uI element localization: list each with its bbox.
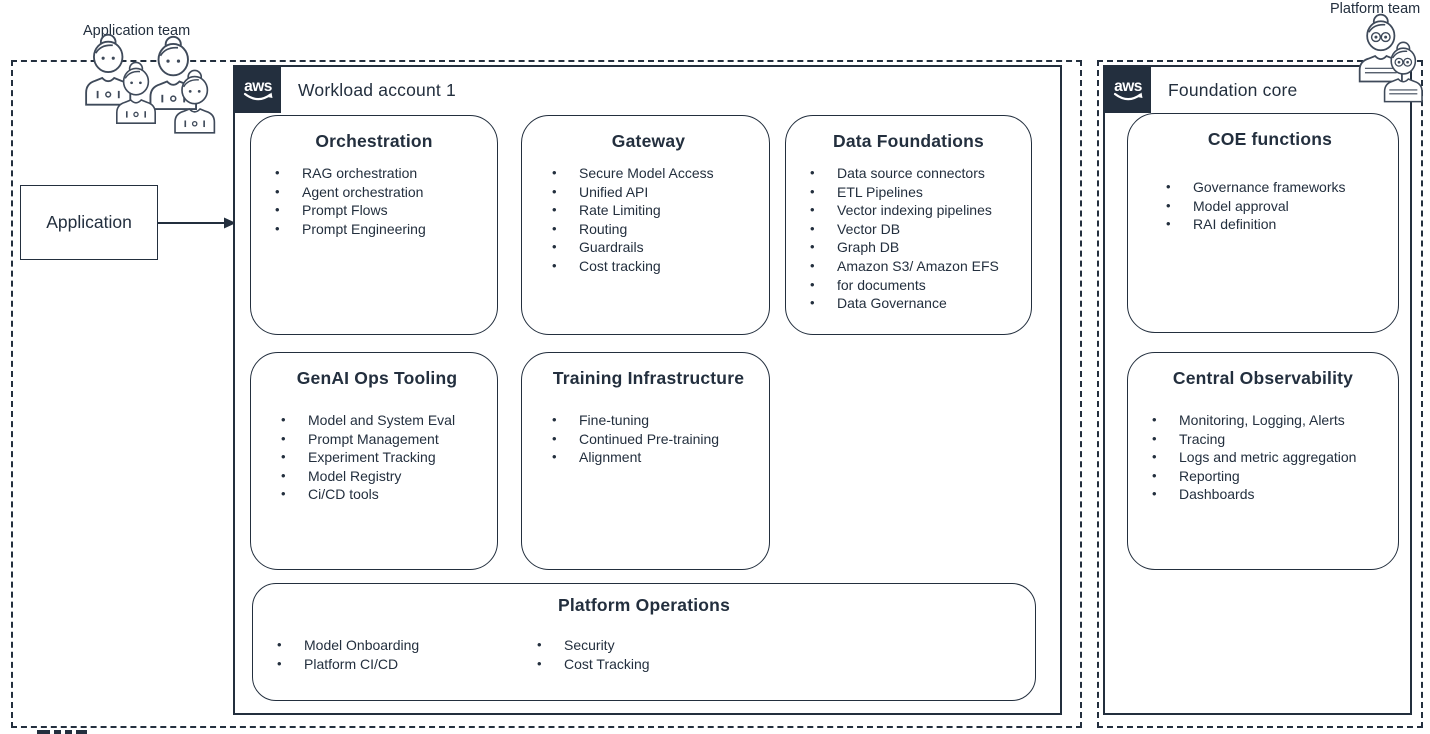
card-data-foundations-list: Data source connectors ETL Pipelines Vec… [786, 164, 1031, 313]
application-team-boundary [11, 60, 1082, 728]
card-gateway-list: Secure Model Access Unified API Rate Lim… [528, 164, 769, 276]
bullet-item: Vector DB [810, 220, 1025, 239]
bullet-item: Vector indexing pipelines [810, 201, 1025, 220]
bullet-item: Prompt Flows [275, 201, 491, 220]
bullet-item: RAG orchestration [275, 164, 491, 183]
bullet-item: Prompt Engineering [275, 220, 491, 239]
bullet-item: Graph DB [810, 238, 1025, 257]
aws-logo-icon: aws [235, 67, 281, 113]
bullet-item: Model Onboarding [277, 636, 419, 655]
card-genai-ops-tooling-title: GenAI Ops Tooling [296, 368, 458, 388]
card-central-observability-list: Monitoring, Logging, Alerts Tracing Logs… [1128, 411, 1398, 504]
application-team-people-icon [85, 33, 216, 134]
bullet-item: Experiment Tracking [281, 448, 491, 467]
platform-team-people-icon [1358, 13, 1423, 103]
bullet-item: Security [537, 636, 650, 655]
bullet-item: Unified API [552, 183, 763, 202]
clipped-text-fragment [37, 730, 87, 734]
card-orchestration-list: RAG orchestration Agent orchestration Pr… [251, 164, 497, 238]
platform-operations-col-2: Security Cost Tracking [513, 636, 656, 673]
platform-team-boundary [1097, 60, 1423, 728]
bullet-item: Model and System Eval [281, 411, 491, 430]
card-data-foundations: Data Foundations Data source connectors … [785, 115, 1032, 335]
bullet-item: Data source connectors [810, 164, 1025, 183]
card-platform-operations-title: Platform Operations [557, 595, 731, 615]
card-coe-functions: COE functions Governance frameworks Mode… [1127, 113, 1399, 333]
platform-team-label: Platform team [1330, 1, 1421, 17]
bullet-item: Reporting [1152, 467, 1392, 486]
svg-text:aws: aws [1114, 78, 1142, 95]
card-gateway: Gateway Secure Model Access Unified API … [521, 115, 770, 335]
card-training-infrastructure: Training Infrastructure Fine-tuning Cont… [521, 352, 770, 570]
bullet-item: Secure Model Access [552, 164, 763, 183]
bullet-item: Tracing [1152, 430, 1392, 449]
card-coe-functions-list: Governance frameworks Model approval RAI… [1142, 178, 1398, 234]
card-central-observability: Central Observability Monitoring, Loggin… [1127, 352, 1399, 570]
bullet-item: Cost tracking [552, 257, 763, 276]
workload-account-container: aws Workload account 1 Orchestration RAG… [233, 65, 1062, 715]
card-gateway-title: Gateway [611, 131, 686, 151]
card-data-foundations-title: Data Foundations [833, 131, 984, 151]
application-node: Application [20, 185, 158, 260]
card-coe-functions-title: COE functions [1207, 129, 1333, 149]
bullet-item: Logs and metric aggregation [1152, 448, 1392, 467]
bullet-item: Guardrails [552, 238, 763, 257]
bullet-item: Routing [552, 220, 763, 239]
bullet-item: Cost Tracking [537, 655, 650, 674]
card-central-observability-title: Central Observability [1172, 368, 1354, 388]
workload-account-title: Workload account 1 [298, 79, 456, 100]
bullet-item: Monitoring, Logging, Alerts [1152, 411, 1392, 430]
card-genai-ops-tooling-list: Model and System Eval Prompt Management … [257, 411, 497, 504]
bullet-item: Data Governance [810, 294, 1025, 313]
bullet-item: Model approval [1166, 197, 1392, 216]
bullet-item: Dashboards [1152, 485, 1392, 504]
bullet-item: Agent orchestration [275, 183, 491, 202]
platform-operations-col-1: Model Onboarding Platform CI/CD [253, 636, 425, 673]
card-orchestration-title: Orchestration [315, 131, 433, 151]
card-orchestration: Orchestration RAG orchestration Agent or… [250, 115, 498, 335]
bullet-item: for documents [810, 276, 1025, 295]
bullet-item: Ci/CD tools [281, 485, 491, 504]
bullet-item: Prompt Management [281, 430, 491, 449]
aws-logo-icon: aws [1105, 67, 1151, 113]
bullet-item: RAI definition [1166, 215, 1392, 234]
bullet-item: Fine-tuning [552, 411, 763, 430]
card-platform-operations: Platform Operations Model Onboarding Pla… [252, 583, 1036, 701]
card-training-infrastructure-list: Fine-tuning Continued Pre-training Align… [528, 411, 769, 467]
bullet-item: Governance frameworks [1166, 178, 1392, 197]
foundation-core-header: aws Foundation core [1105, 67, 1410, 113]
foundation-core-title: Foundation core [1168, 79, 1298, 100]
application-to-workload-arrow [158, 217, 236, 229]
svg-text:aws: aws [244, 78, 272, 95]
card-training-infrastructure-title: Training Infrastructure [552, 368, 745, 388]
bullet-item: Amazon S3/ Amazon EFS [810, 257, 1025, 276]
card-genai-ops-tooling: GenAI Ops Tooling Model and System Eval … [250, 352, 498, 570]
foundation-core-container: aws Foundation core COE functions Govern… [1103, 65, 1412, 715]
bullet-item: Rate Limiting [552, 201, 763, 220]
application-node-label: Application [46, 212, 132, 232]
workload-account-header: aws Workload account 1 [235, 67, 1060, 113]
bullet-item: Continued Pre-training [552, 430, 763, 449]
bullet-item: Alignment [552, 448, 763, 467]
bullet-item: Model Registry [281, 467, 491, 486]
bullet-item: Platform CI/CD [277, 655, 419, 674]
bullet-item: ETL Pipelines [810, 183, 1025, 202]
